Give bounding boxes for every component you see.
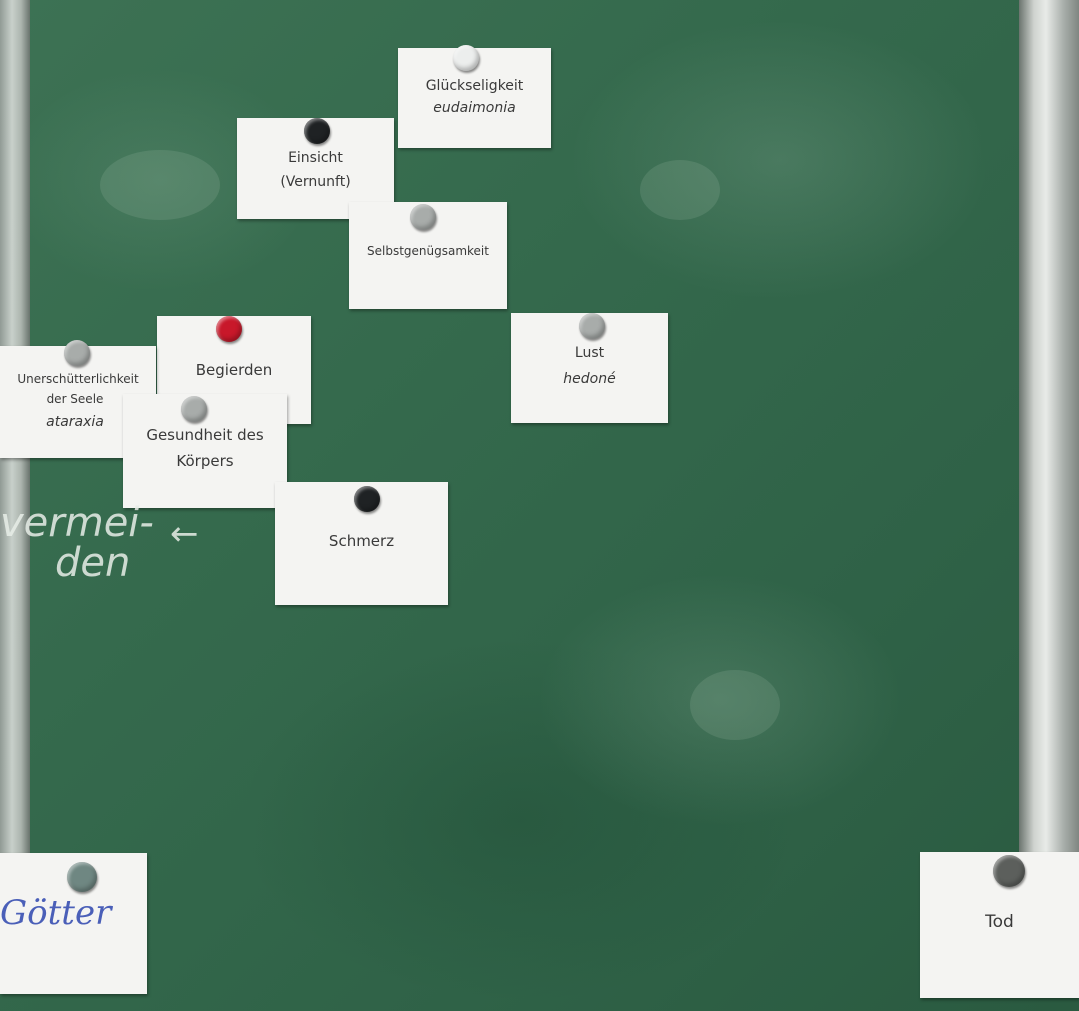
magnet-grey[interactable] xyxy=(579,313,605,339)
magnet-white[interactable] xyxy=(453,45,479,71)
magnet-darkgrey[interactable] xyxy=(993,855,1025,887)
card-text: Schmerz xyxy=(328,532,395,550)
card-text: Tod xyxy=(985,912,1014,932)
card-text: Glückseligkeit xyxy=(425,78,524,94)
board-frame-right xyxy=(1019,0,1079,860)
chalk-text-vermeiden-line1: vermei- xyxy=(0,500,154,546)
chalk-arrow: ← xyxy=(170,514,199,554)
card-text: Selbstgenügsamkeit xyxy=(367,244,489,258)
card-text: Körpers xyxy=(176,452,234,470)
chalk-smudge xyxy=(640,160,720,220)
card-text: Einsicht xyxy=(288,150,343,166)
card-text: Lust xyxy=(574,345,605,361)
card-text-italic: ataraxia xyxy=(46,414,104,430)
magnet-grey[interactable] xyxy=(64,340,90,366)
magnet-grey[interactable] xyxy=(181,396,207,422)
card-text: Unerschütterlichkeit xyxy=(17,372,139,386)
chalk-text-vermeiden-line2: den xyxy=(55,540,131,586)
card-text: Begierden xyxy=(195,361,273,379)
card-text: Gesundheit des xyxy=(146,426,264,444)
magnet-grey[interactable] xyxy=(67,862,97,892)
magnet-red[interactable] xyxy=(216,316,242,342)
magnet-grey[interactable] xyxy=(410,204,436,230)
card-text: der Seele xyxy=(46,392,104,406)
card-text: (Vernunft) xyxy=(280,174,351,190)
card-handwriting: Götter xyxy=(0,893,112,933)
card-text-italic: eudaimonia xyxy=(433,100,516,116)
card-text-italic: hedoné xyxy=(563,371,616,387)
chalk-smudge xyxy=(690,670,780,740)
chalk-smudge xyxy=(100,150,220,220)
magnet-black[interactable] xyxy=(354,486,380,512)
magnet-black[interactable] xyxy=(304,118,330,144)
